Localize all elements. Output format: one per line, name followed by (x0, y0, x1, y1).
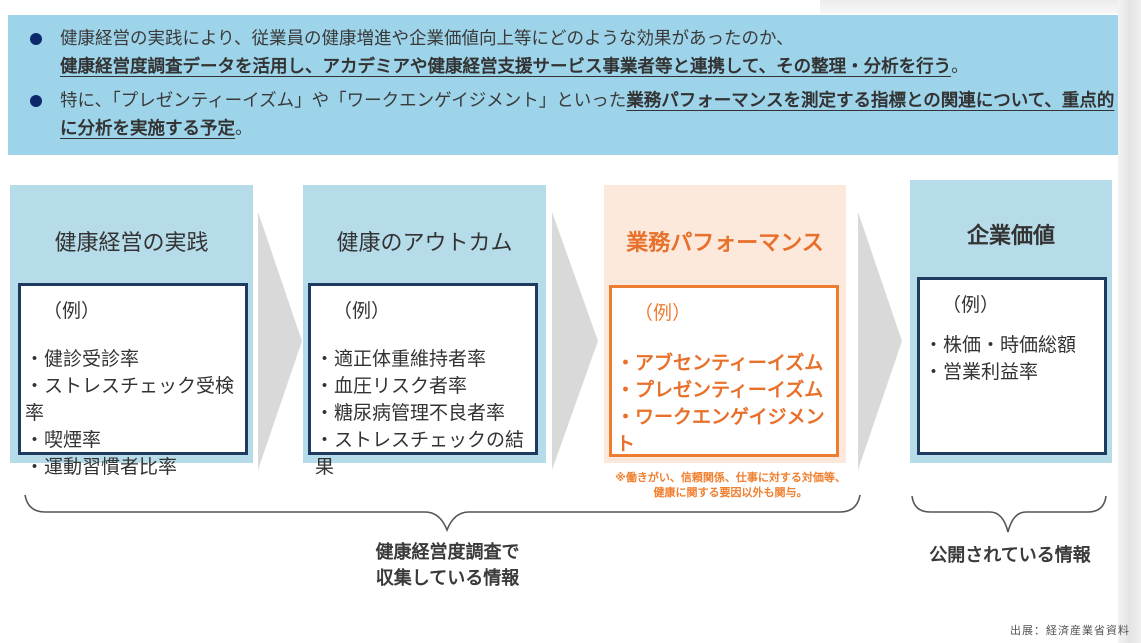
column-title: 企業価値 (966, 224, 1055, 249)
bullet-1-emphasis: 健康経営度調査データを活用し、アカデミアや健康経営支援サービス事業者等と連携して… (60, 57, 952, 77)
example-list: ・株価・時価総額 ・営業利益率 (924, 332, 1076, 386)
column-health-management-practice: 健康経営の実践 （例） ・健診受診率 ・ストレスチェック受検率 ・喫煙率 ・運動… (10, 185, 253, 478)
list-item: ・糖尿病管理不良者率 (315, 402, 506, 424)
survey-data-label: 健康経営度調査で 収集している情報 (340, 540, 555, 592)
bullet-item-2: 特に、「プレゼンティーイズム」や「ワークエンゲイジメント」といった業務パフォーマ… (20, 87, 1118, 143)
list-item: ・ストレスチェックの結果 (315, 429, 525, 478)
column-corporate-value: 企業価値 （例） ・株価・時価総額 ・営業利益率 (910, 180, 1112, 463)
example-list: ・適正体重維持者率 ・血圧リスク者率 ・糖尿病管理不良者率 ・ストレスチェックの… (315, 346, 535, 481)
example-label: （例） (333, 300, 391, 322)
column-title: 健康のアウトカム (336, 231, 513, 256)
bullet-dot-icon (30, 33, 42, 45)
list-item: ・喫煙率 (25, 429, 102, 451)
bullet-dot-icon (30, 95, 42, 107)
list-item: ・アブセンティーイズム (616, 352, 824, 374)
list-item: ・運動習慣者比率 (25, 456, 178, 478)
example-label: （例） (942, 294, 1000, 316)
bullet-1-tail: 。 (951, 57, 969, 77)
public-data-label: 公開されている情報 (929, 545, 1091, 566)
bullet-2-tail: 。 (235, 119, 253, 139)
label-line: 収集している情報 (375, 568, 520, 589)
list-item: ・ストレスチェック受検率 (25, 375, 235, 424)
bullet-item-1: 健康経営の実践により、従業員の健康増進や企業価値向上等にどのような効果があったの… (20, 25, 1118, 81)
background-shade-top (820, 0, 1141, 14)
example-list: ・健診受診率 ・ストレスチェック受検率 ・喫煙率 ・運動習慣者比率 (25, 346, 245, 481)
column-title: 健康経営の実践 (54, 231, 209, 256)
bullet-2-plain: 特に、「プレゼンティーイズム」や「ワークエンゲイジメント」といった (60, 91, 627, 111)
footnote-line: ※働きがい、信頼関係、仕事に対する対価等、 (615, 471, 846, 484)
list-item: ・血圧リスク者率 (315, 375, 468, 397)
list-item: ・プレゼンティーイズム (616, 379, 824, 401)
list-item: ・適正体重維持者率 (315, 348, 487, 370)
example-box: （例） ・適正体重維持者率 ・血圧リスク者率 ・糖尿病管理不良者率 ・ストレスチ… (308, 283, 538, 478)
list-item: ・株価・時価総額 (924, 334, 1077, 356)
example-box: （例） ・健診受診率 ・ストレスチェック受検率 ・喫煙率 ・運動習慣者比率 (18, 283, 248, 478)
example-box: （例） ・アブセンティーイズム ・プレゼンティーイズム ・ワークエンゲイジメント (609, 285, 839, 457)
example-box: （例） ・株価・時価総額 ・営業利益率 (917, 277, 1107, 455)
list-item: ・健診受診率 (25, 348, 140, 370)
column-health-outcome: 健康のアウトカム （例） ・適正体重維持者率 ・血圧リスク者率 ・糖尿病管理不良… (303, 185, 546, 478)
example-list: ・アブセンティーイズム ・プレゼンティーイズム ・ワークエンゲイジメント (616, 350, 836, 458)
column-work-performance: 業務パフォーマンス （例） ・アブセンティーイズム ・プレゼンティーイズム ・ワ… (604, 185, 846, 463)
bullet-2-emphasis: 業務パフォーマンスを測定する指標との関連について、重点的に分析を実施する予定 (60, 91, 1115, 139)
summary-banner: 健康経営の実践により、従業員の健康増進や企業価値向上等にどのような効果があったの… (8, 15, 1118, 155)
label-line: 健康経営度調査で (375, 542, 520, 563)
column-title: 業務パフォーマンス (626, 231, 824, 256)
background-shade-right (1118, 0, 1141, 643)
example-label: （例） (634, 302, 692, 324)
list-item: ・営業利益率 (924, 361, 1039, 383)
footnote-line: 健康に関する要因以外も関与。 (653, 486, 808, 499)
list-item: ・ワークエンゲイジメント (616, 406, 825, 455)
performance-footnote: ※働きがい、信頼関係、仕事に対する対価等、 健康に関する要因以外も関与。 (598, 470, 863, 500)
example-label: （例） (43, 300, 101, 322)
chevron-right-icon (258, 212, 302, 470)
chevron-right-icon (552, 212, 598, 470)
chevron-right-icon (858, 212, 902, 470)
bullet-1-plain: 健康経営の実践により、従業員の健康増進や企業価値向上等にどのような効果があったの… (60, 29, 794, 49)
source-credit: 出展：経済産業省資料 (1010, 624, 1130, 637)
